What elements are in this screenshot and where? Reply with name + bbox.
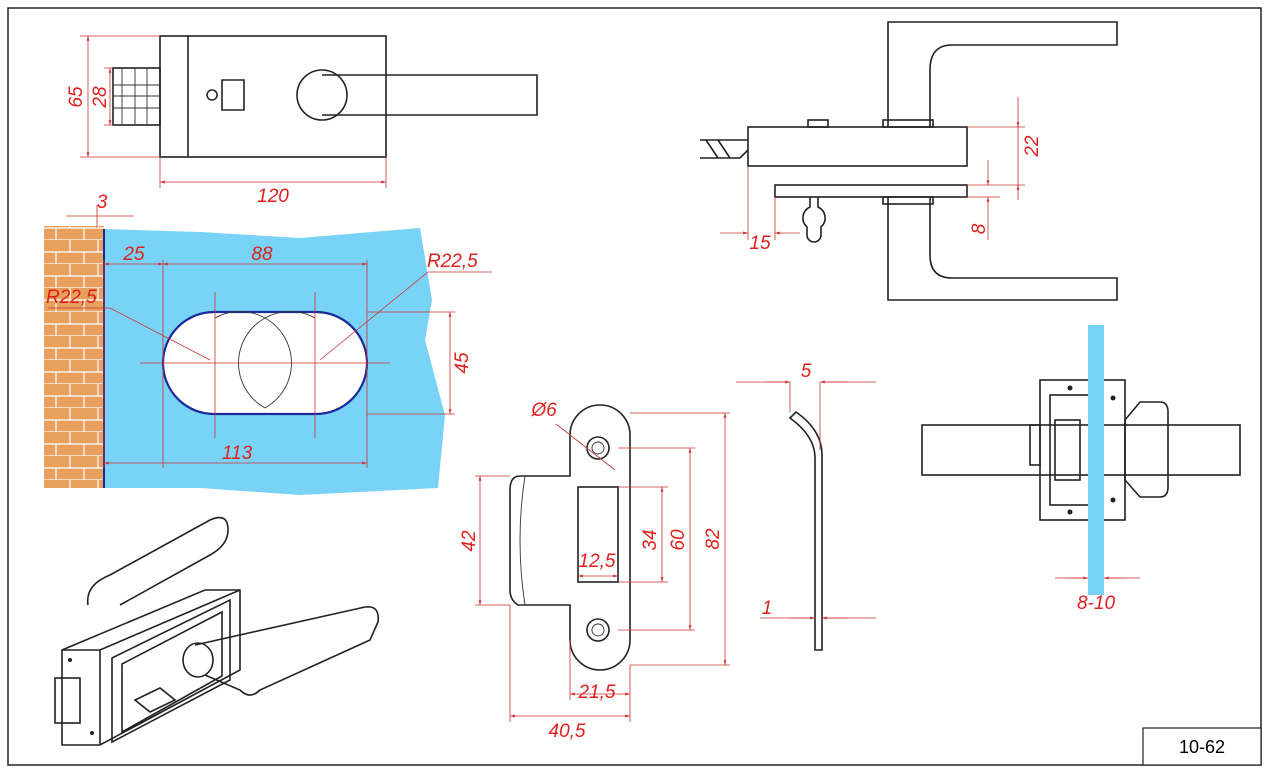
dim-center-distance: 88 <box>251 244 273 265</box>
dim-slot-length: 113 <box>222 443 253 464</box>
dim-gap: 3 <box>97 192 108 213</box>
dim-hole-distance: 60 <box>668 529 689 551</box>
dim-glass-thickness: 8-10 <box>1077 593 1115 614</box>
wall-brick <box>44 226 104 488</box>
dim-total-width: 40,5 <box>549 721 586 742</box>
dim-window-height: 34 <box>640 529 661 550</box>
dim-plate-offset: 22 <box>1022 135 1043 158</box>
glass-strip <box>1088 325 1104 595</box>
dim-radius-right: R22,5 <box>427 251 478 272</box>
drawing-frame <box>7 7 1262 766</box>
dim-total-height: 82 <box>703 528 724 550</box>
top-view: 65 28 120 <box>66 35 538 207</box>
glass-mount-view: 8-10 <box>921 325 1241 614</box>
dim-hole-diameter: Ø6 <box>530 400 557 421</box>
dim-lip-height: 42 <box>459 530 480 552</box>
dim-spring-thickness: 1 <box>762 598 773 619</box>
spring-plate-view: 5 1 <box>736 361 876 651</box>
dim-plate-width: 21,5 <box>578 682 616 703</box>
dim-latch-projection: 15 <box>749 233 771 254</box>
dim-slot-height: 45 <box>452 352 473 374</box>
dim-spring-offset: 5 <box>801 361 812 382</box>
dim-width: 120 <box>257 186 289 207</box>
dim-height-total: 65 <box>66 86 87 108</box>
dim-window-width: 12,5 <box>579 551 616 572</box>
dim-plate-thickness: 8 <box>969 223 990 234</box>
glass-cutout-view: 3 25 88 R22,5 R22,5 45 113 <box>44 192 492 495</box>
side-view: 22 15 8 <box>700 21 1118 301</box>
dim-edge-offset: 25 <box>122 244 145 265</box>
strike-plate-view: Ø6 42 34 60 82 12,5 21,5 40,5 <box>459 400 730 742</box>
dim-radius-left: R22,5 <box>46 287 97 308</box>
dim-latch-height: 28 <box>90 86 111 109</box>
drawing-code: 10-62 <box>1179 737 1225 757</box>
title-block: 10-62 <box>1142 727 1262 766</box>
isometric-view <box>54 516 380 746</box>
